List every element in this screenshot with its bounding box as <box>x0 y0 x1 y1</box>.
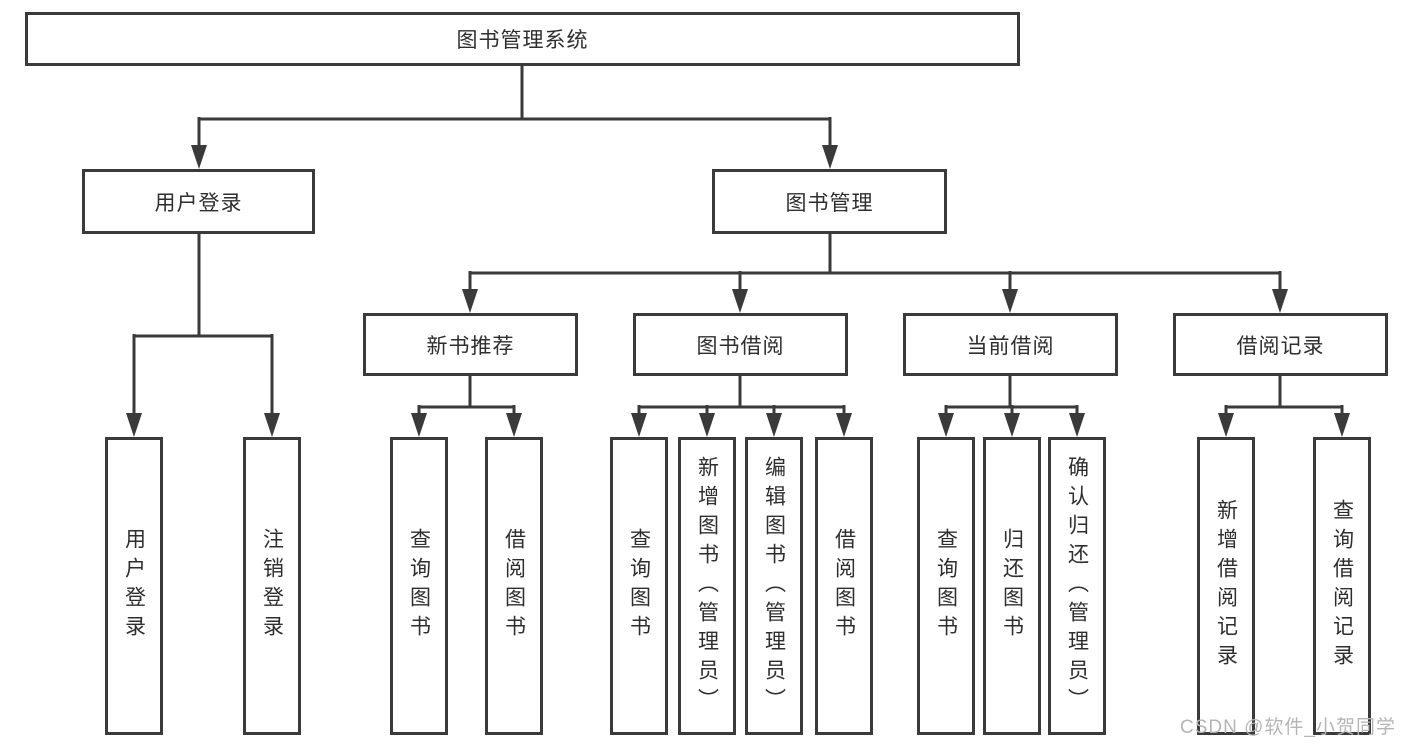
leaf-query-borrow-record-label: 查询借阅记录 <box>1330 499 1354 673</box>
leaf-borrow-books-recommend-label: 借阅图书 <box>502 528 526 644</box>
leaf-logout: 注销登录 <box>243 437 301 735</box>
leaf-confirm-return-admin: 确认归还（管理员） <box>1048 437 1106 735</box>
node-book-borrowing: 图书借阅 <box>633 313 848 376</box>
leaf-add-borrow-record: 新增借阅记录 <box>1197 437 1255 735</box>
leaf-query-books-current: 查询图书 <box>917 437 975 735</box>
leaf-borrow-books-borrowing: 借阅图书 <box>815 437 873 735</box>
leaf-query-books-borrowing-label: 查询图书 <box>627 528 651 644</box>
leaf-add-borrow-record-label: 新增借阅记录 <box>1214 499 1238 673</box>
leaf-return-book-label: 归还图书 <box>1000 528 1024 644</box>
leaf-query-books-current-label: 查询图书 <box>934 528 958 644</box>
node-user-login: 用户登录 <box>82 169 315 234</box>
node-book-management: 图书管理 <box>712 169 947 234</box>
leaf-query-books-borrowing: 查询图书 <box>610 437 668 735</box>
arrowheads <box>126 145 1350 437</box>
leaf-logout-label: 注销登录 <box>260 528 284 644</box>
leaf-query-books-recommend: 查询图书 <box>390 437 448 735</box>
node-new-book-recommend: 新书推荐 <box>363 313 578 376</box>
leaf-query-books-recommend-label: 查询图书 <box>407 528 431 644</box>
leaf-add-book-admin-label: 新增图书（管理员） <box>695 455 719 717</box>
leaf-add-book-admin: 新增图书（管理员） <box>678 437 736 735</box>
leaf-edit-book-admin: 编辑图书（管理员） <box>745 437 803 735</box>
leaf-user-login-label: 用户登录 <box>122 528 146 644</box>
leaf-query-borrow-record: 查询借阅记录 <box>1313 437 1371 735</box>
leaf-borrow-books-borrowing-label: 借阅图书 <box>832 528 856 644</box>
leaf-edit-book-admin-label: 编辑图书（管理员） <box>762 455 786 717</box>
leaf-user-login: 用户登录 <box>105 437 163 735</box>
node-current-borrowing: 当前借阅 <box>903 313 1118 376</box>
node-root: 图书管理系统 <box>25 12 1020 66</box>
leaf-confirm-return-admin-label: 确认归还（管理员） <box>1065 455 1089 717</box>
node-borrowing-records: 借阅记录 <box>1173 313 1388 376</box>
leaf-borrow-books-recommend: 借阅图书 <box>485 437 543 735</box>
leaf-return-book: 归还图书 <box>983 437 1041 735</box>
csdn-watermark: CSDN @软件_小贺同学 <box>1180 717 1396 738</box>
